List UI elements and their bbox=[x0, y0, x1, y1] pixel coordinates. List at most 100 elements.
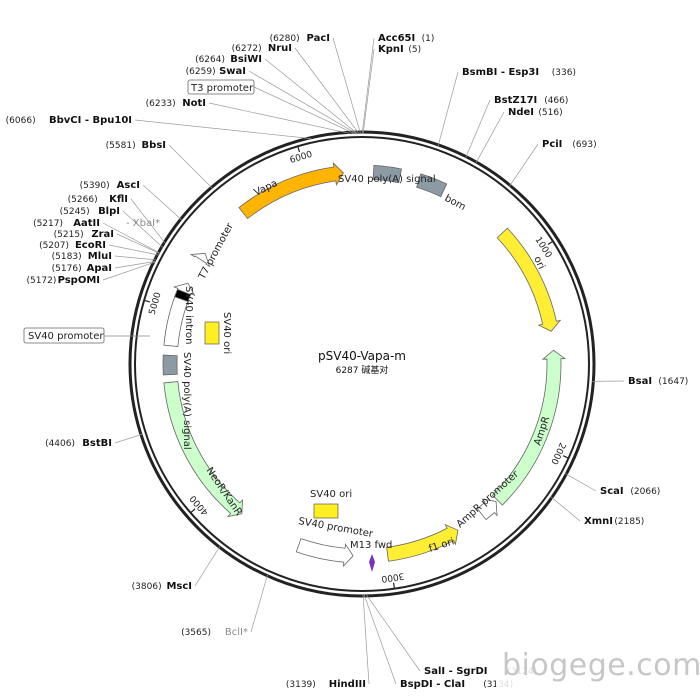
site-pos-bsiwi: (6264) bbox=[195, 55, 225, 65]
site-pos-blpi: (5245) bbox=[60, 207, 90, 217]
label-sv40-intron: SV40 intron bbox=[183, 286, 194, 344]
site-leader-bcli- bbox=[250, 574, 268, 633]
site-leader-noti bbox=[208, 102, 350, 134]
label-sv40-promoter-bottom: SV40 promoter bbox=[297, 516, 374, 540]
site-pos-bstbi: (4406) bbox=[45, 439, 75, 449]
feature-ampr-promoter-3 bbox=[476, 498, 498, 521]
site-name-zrai: ZraI bbox=[91, 229, 114, 240]
plasmid-name: pSV40-Vapa-m bbox=[318, 349, 406, 363]
site-name-kpni: KpnI bbox=[378, 44, 404, 55]
site-leader-pcii bbox=[509, 143, 539, 187]
site-leader-kfli bbox=[130, 198, 166, 244]
site-leader-xmni bbox=[550, 496, 581, 522]
site-pos-bsmbi-esp3i: (336) bbox=[552, 68, 576, 78]
backbone-outer-ring bbox=[128, 130, 596, 598]
t3-promoter-box bbox=[187, 79, 255, 95]
site-pos-msci: (3806) bbox=[132, 582, 162, 592]
site-leader-apai bbox=[114, 261, 156, 269]
site-leader-paci bbox=[332, 37, 361, 134]
site-pos-ndei: (516) bbox=[538, 108, 562, 118]
site-name-kfli: KflI bbox=[109, 194, 128, 205]
site-pos-zrai: (5215) bbox=[54, 230, 84, 240]
scale-tick-6000 bbox=[297, 146, 301, 153]
site-name-acc65i: Acc65I bbox=[378, 33, 415, 44]
site-pos-paci: (6280) bbox=[270, 34, 300, 44]
feature-neor-kanr-6 bbox=[163, 381, 243, 518]
site-leader-mlui bbox=[114, 255, 156, 261]
site-leader-aatii bbox=[102, 222, 160, 254]
label-sv40-ori-left: SV40 ori bbox=[221, 312, 232, 354]
site-pos-ecori: (5207) bbox=[39, 241, 69, 251]
site-name-ecori: EcoRI bbox=[75, 240, 106, 251]
site-pos-bbsi: (5581) bbox=[106, 141, 136, 151]
site-pos-swai: (6259) bbox=[186, 67, 216, 77]
site-pos-pspomi: (5172) bbox=[26, 276, 56, 286]
site-leader-bsiwi bbox=[264, 58, 357, 134]
feature-sv40-promoter-5 bbox=[295, 538, 354, 568]
site-name-noti: NotI bbox=[182, 98, 206, 109]
site-leader-bbvci-bpu10i bbox=[134, 119, 312, 139]
site-leader-bspdi-clai bbox=[363, 594, 397, 685]
site-leader-asci bbox=[142, 184, 182, 221]
site-name-swai: SwaI bbox=[219, 66, 246, 77]
label-m13-fwd: M13 fwd bbox=[350, 540, 392, 551]
site-pos-hindiii: (3139) bbox=[286, 680, 316, 690]
site-name-bbvci-bpu10i: BbvCI - Bpu10I bbox=[49, 115, 132, 126]
scale-tick-2000 bbox=[562, 455, 569, 459]
backbone-inner-ring bbox=[134, 136, 590, 592]
site-name-ndei: NdeI bbox=[508, 107, 534, 118]
site-leader-sali-sgrdi bbox=[366, 594, 421, 672]
site-labels: PacI(6280)NruI(6272)BsiWI(6264)SwaI(6259… bbox=[6, 33, 689, 690]
label-bom: bom bbox=[443, 193, 468, 213]
site-leader-pspomi bbox=[102, 261, 155, 281]
feature-f1-ori-4 bbox=[386, 523, 459, 562]
site-pos-bstz17i: (466) bbox=[544, 96, 568, 106]
site-name-blpi: BlpI bbox=[98, 206, 120, 217]
watermark-text: biogege.com bbox=[502, 648, 700, 683]
site-name-pspomi: PspOMI bbox=[58, 275, 100, 286]
label-sv40-polya-top: SV40 poly(A) signal bbox=[338, 174, 436, 185]
label-sv40-ori-bottom: SV40 ori bbox=[310, 489, 352, 500]
site-leader-bbsi bbox=[168, 144, 213, 189]
scale-tick-label-2000: 2000 bbox=[548, 441, 567, 466]
site-leader-bstbi bbox=[114, 433, 143, 444]
site-pos-xmni: (2185) bbox=[614, 517, 644, 527]
scale-tick-5000 bbox=[143, 299, 151, 303]
site-name-bsiwi: BsiWI bbox=[230, 54, 262, 65]
feature-t7-promoter-10 bbox=[189, 252, 211, 268]
site-name-bstz17i: BstZ17I bbox=[494, 95, 537, 106]
site-leader-bstz17i bbox=[465, 99, 491, 158]
site-leader-scai bbox=[565, 473, 597, 492]
site-pos-pcii: (693) bbox=[572, 140, 596, 150]
label-ori: ori bbox=[531, 255, 546, 271]
label-ampr-promoter: AmpR promoter bbox=[455, 468, 522, 530]
sv40-ori-box-bottom bbox=[313, 503, 339, 519]
site-name-bbsi: BbsI bbox=[142, 140, 166, 151]
site-pos-asci: (5390) bbox=[80, 181, 110, 191]
site-pos-kfli: (5266) bbox=[68, 195, 98, 205]
sv40-promoter-boxed-label: SV40 promoter bbox=[28, 331, 104, 342]
site-name-xbai-: - XbaI* bbox=[126, 218, 160, 229]
feature-ampr-2 bbox=[491, 349, 567, 506]
site-name-bsmbi-esp3i: BsmBI - Esp3I bbox=[462, 67, 539, 78]
feature-ori-1 bbox=[496, 227, 562, 332]
m13-fwd-marker bbox=[369, 554, 375, 572]
sv40-ori-box-left bbox=[204, 321, 220, 345]
site-name-mlui: MluI bbox=[88, 251, 112, 262]
feature-bom-12 bbox=[416, 173, 448, 198]
site-pos-mlui: (5183) bbox=[52, 252, 82, 262]
site-pos-kpni: (5) bbox=[408, 45, 421, 55]
site-name-bcli-: BclI* bbox=[225, 627, 248, 638]
scale-tick-3000 bbox=[392, 582, 396, 589]
site-pos-nrui: (6272) bbox=[232, 44, 262, 54]
feature-sv40-poly-a-signal-11 bbox=[372, 164, 402, 184]
site-pos-noti: (6233) bbox=[146, 99, 176, 109]
site-pos-aatii: (5217) bbox=[33, 219, 63, 229]
feature-sv40-intron-9 bbox=[174, 288, 192, 303]
scale-tick-1000 bbox=[547, 240, 554, 245]
site-pos-scai: (2066) bbox=[630, 487, 660, 497]
site-name-apai: ApaI bbox=[87, 263, 112, 274]
scale-tick-label-5000: 5000 bbox=[148, 291, 164, 316]
feature-vapa-0 bbox=[238, 161, 344, 220]
site-name-msci: MscI bbox=[166, 581, 192, 592]
